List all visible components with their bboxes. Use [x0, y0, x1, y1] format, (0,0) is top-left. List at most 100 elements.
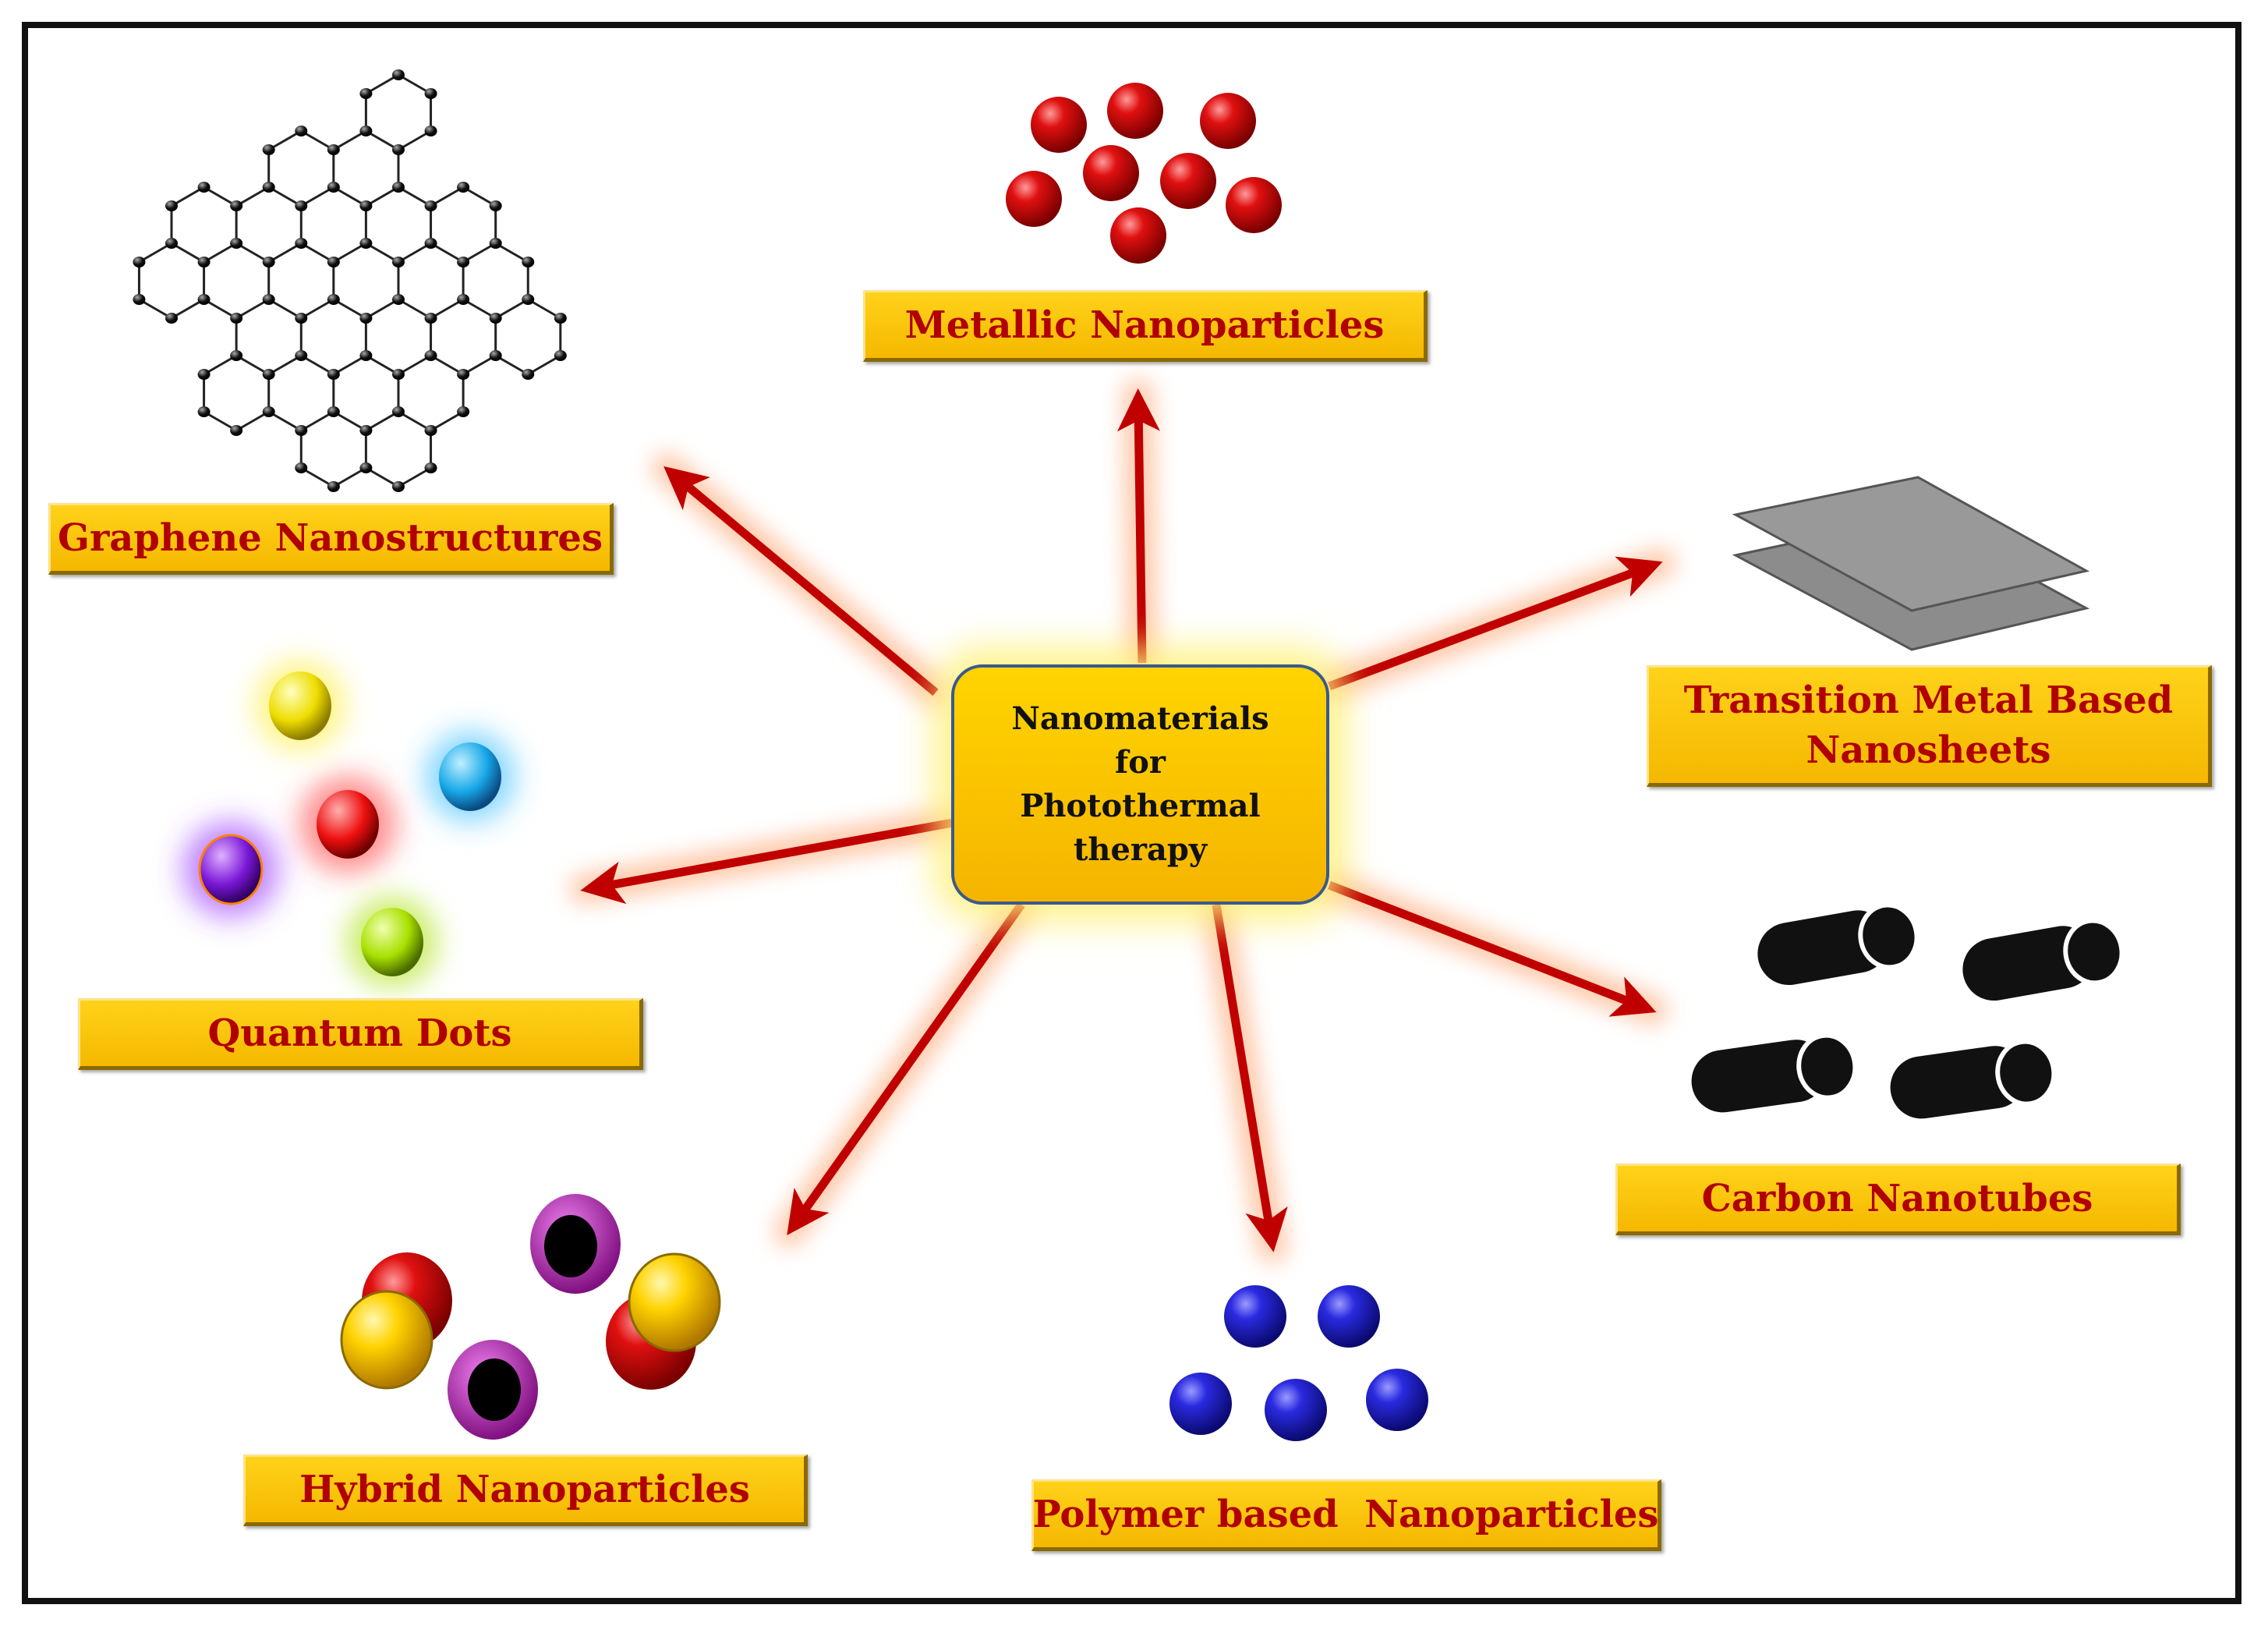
- graphene-atom: [489, 238, 502, 249]
- graphene-bond: [138, 242, 172, 264]
- graphene-atom: [424, 313, 437, 324]
- graphene-atom: [359, 350, 373, 361]
- graphene-atom: [391, 369, 405, 380]
- graphene-atom: [327, 406, 340, 417]
- graphene-atom: [424, 425, 437, 436]
- graphene-bond: [267, 410, 303, 432]
- graphene-atom: [457, 294, 470, 305]
- graphene-bond: [494, 242, 529, 264]
- arrow-to-graphene: [663, 466, 939, 696]
- arrow-to-tmd: [1328, 556, 1663, 691]
- graphene-bond: [235, 410, 270, 432]
- blue-spheres-icon: [1169, 1285, 1428, 1441]
- graphene-atom: [457, 182, 470, 193]
- graphene-atom: [230, 350, 243, 361]
- graphene-atom: [327, 257, 340, 267]
- graphene-atom: [424, 462, 437, 473]
- graphene-atom: [359, 88, 373, 99]
- graphene-atom: [230, 238, 243, 249]
- graphene-bond: [365, 186, 399, 207]
- red-spheres-icon: [1006, 83, 1282, 264]
- graphene-bond: [430, 410, 464, 432]
- graphene-bond: [365, 354, 399, 376]
- graphene-bond: [171, 298, 205, 320]
- label-polymer-nanoparticles: Polymer based Nanoparticles: [1031, 1479, 1661, 1551]
- graphene-atom: [197, 406, 211, 417]
- graphene-bond: [203, 242, 237, 264]
- graphene-bond: [267, 129, 303, 151]
- graphene-bond: [203, 186, 237, 207]
- graphene-atom: [457, 406, 470, 417]
- graphene-bond: [333, 186, 367, 207]
- graphene-atom: [295, 462, 308, 473]
- graphene-atom: [295, 238, 308, 249]
- graphene-atom: [230, 425, 243, 436]
- graphene-bond: [235, 186, 270, 207]
- arrow-to-polymer: [1212, 904, 1288, 1252]
- graphene-bond: [171, 242, 205, 264]
- glowing-dots-icon: [182, 661, 515, 987]
- label-graphene-nanostructures: Graphene Nanostructures: [48, 503, 614, 575]
- graphene-bond: [462, 354, 497, 376]
- graphene-atom: [554, 350, 567, 361]
- graphene-bond: [398, 73, 432, 95]
- graphene-bond: [527, 354, 561, 376]
- graphene-bond: [398, 242, 432, 264]
- graphene-atom: [359, 200, 373, 211]
- graphene-bond: [365, 410, 399, 432]
- graphene-atom: [424, 238, 437, 249]
- graphene-bond: [365, 298, 399, 320]
- graphene-bond: [333, 410, 367, 432]
- graphene-bond: [398, 129, 432, 151]
- arrow-to-quantum-dots: [580, 818, 954, 905]
- center-topic-box: Nanomaterials for Photothermal therapy: [951, 664, 1329, 905]
- graphene-bond: [527, 298, 561, 320]
- center-topic-text: Nanomaterials for Photothermal therapy: [1011, 700, 1269, 868]
- graphene-bond: [462, 298, 497, 320]
- graphene-lattice-icon: [133, 69, 567, 492]
- graphene-bond: [300, 466, 334, 488]
- graphene-bond: [235, 354, 270, 376]
- graphene-atom: [295, 313, 308, 324]
- graphene-bond: [333, 242, 367, 264]
- graphene-atom: [391, 69, 405, 80]
- graphene-atom: [424, 200, 437, 211]
- label-quantum-dots: Quantum Dots: [78, 998, 643, 1070]
- graphene-atom: [424, 126, 437, 136]
- graphene-atom: [230, 313, 243, 324]
- graphene-atom: [424, 350, 437, 361]
- graphene-bond: [462, 242, 497, 264]
- label-transition-metal-nanosheets: Transition Metal Based Nanosheets: [1647, 665, 2212, 787]
- graphene-atom: [133, 294, 146, 305]
- graphene-bond: [430, 186, 464, 207]
- graphene-atom: [457, 369, 470, 380]
- graphene-atom: [359, 238, 373, 249]
- graphene-atom: [359, 462, 373, 473]
- graphene-atom: [457, 257, 470, 267]
- graphene-atom: [165, 238, 178, 249]
- graphene-bond: [430, 354, 464, 376]
- graphene-atom: [262, 369, 275, 380]
- graphene-bond: [300, 242, 334, 264]
- label-hybrid-nanoparticles: Hybrid Nanoparticles: [243, 1454, 808, 1526]
- graphene-atom: [359, 425, 373, 436]
- graphene-atom: [554, 313, 567, 324]
- graphene-atom: [391, 144, 405, 155]
- graphene-bond: [333, 466, 367, 488]
- graphene-atom: [197, 257, 211, 267]
- nanotubes-icon: [1691, 902, 2125, 1119]
- graphene-atom: [489, 350, 502, 361]
- graphene-bond: [494, 354, 529, 376]
- graphene-bond: [138, 298, 172, 320]
- graphene-atom: [327, 369, 340, 380]
- graphene-bond: [171, 186, 205, 207]
- graphene-bond: [365, 242, 399, 264]
- graphene-atom: [391, 294, 405, 305]
- graphene-atom: [230, 200, 243, 211]
- graphene-atom: [262, 182, 275, 193]
- graphene-bond: [398, 298, 432, 320]
- graphene-bond: [365, 466, 399, 488]
- graphene-atom: [391, 257, 405, 267]
- graphene-atom: [327, 294, 340, 305]
